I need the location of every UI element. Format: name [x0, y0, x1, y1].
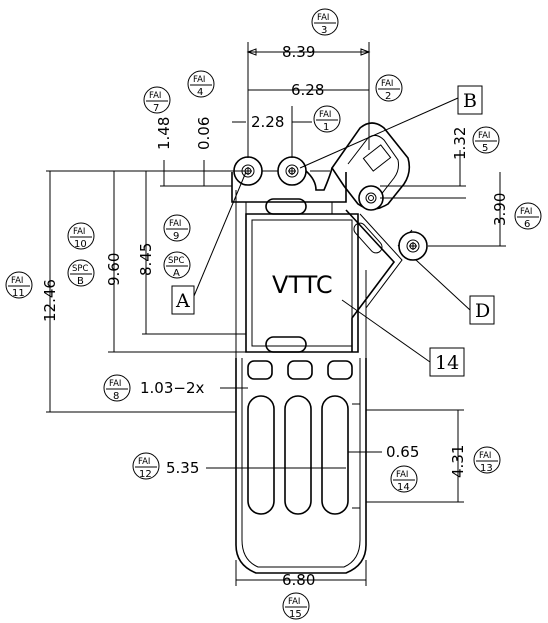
svg-text:A: A: [173, 268, 180, 279]
dim-4-31: 4.31: [449, 445, 467, 478]
spc-balloon-a: SPC A: [163, 251, 191, 279]
svg-text:12: 12: [139, 469, 152, 480]
svg-text:14: 14: [435, 352, 459, 374]
svg-text:FAI: FAI: [73, 227, 85, 237]
svg-text:FAI: FAI: [381, 79, 393, 89]
dim-0-06: 0.06: [195, 117, 213, 150]
svg-text:SPC: SPC: [72, 264, 89, 274]
dim-0-65: 0.65: [386, 443, 419, 461]
fai-balloon-9: FAI 9: [163, 214, 191, 242]
svg-text:FAI: FAI: [11, 276, 23, 286]
svg-text:4: 4: [197, 87, 203, 98]
svg-text:B: B: [463, 90, 477, 112]
fai-balloon-5: FAI 5: [472, 126, 500, 154]
svg-text:11: 11: [12, 288, 25, 299]
svg-text:8: 8: [113, 391, 119, 402]
fai-balloon-7: FAI 7: [143, 86, 171, 114]
fai-balloon-2: FAI 2: [375, 74, 403, 102]
svg-text:D: D: [475, 300, 490, 322]
part-marking: VTTC: [272, 271, 333, 299]
svg-text:FAI: FAI: [193, 75, 205, 85]
dimension-lines: [46, 42, 506, 586]
svg-text:FAI: FAI: [138, 457, 150, 467]
svg-text:FAI: FAI: [479, 451, 491, 461]
svg-text:9: 9: [173, 231, 179, 242]
svg-text:FAI: FAI: [478, 131, 490, 141]
fai-balloon-10: FAI 10: [67, 222, 95, 250]
fai-balloon-11: FAI 11: [5, 271, 33, 299]
fai-balloon-6: FAI 6: [514, 202, 542, 230]
svg-text:A: A: [175, 290, 190, 312]
svg-text:2: 2: [385, 91, 391, 102]
fai-balloon-12: FAI 12: [132, 452, 160, 480]
svg-text:1: 1: [323, 122, 329, 133]
fai-balloon-15: FAI 15: [282, 592, 310, 620]
fai-balloon-13: FAI 13: [473, 446, 501, 474]
callout-box-14: 14: [429, 347, 465, 377]
datum-box-a: A: [171, 285, 195, 315]
dim-3-90: 3.90: [491, 193, 509, 226]
dim-1-48: 1.48: [155, 117, 173, 150]
dim-8-39: 8.39: [282, 43, 315, 61]
dim-8-45: 8.45: [137, 243, 155, 276]
svg-text:3: 3: [321, 25, 327, 36]
svg-text:FAI: FAI: [288, 597, 300, 607]
svg-text:FAI: FAI: [169, 219, 181, 229]
fai-balloon-3: FAI 3: [311, 8, 339, 36]
svg-text:7: 7: [153, 103, 159, 114]
svg-text:13: 13: [480, 463, 493, 474]
dim-5-35: 5.35: [166, 459, 199, 477]
svg-text:FAI: FAI: [109, 379, 121, 389]
datum-box-b: B: [457, 85, 483, 115]
svg-text:6: 6: [524, 219, 530, 230]
spc-balloon-b: SPC B: [67, 259, 95, 287]
svg-text:FAI: FAI: [319, 110, 331, 120]
svg-text:FAI: FAI: [396, 470, 408, 480]
svg-text:B: B: [77, 276, 84, 287]
dim-12-46: 12.46: [41, 279, 59, 322]
fai-balloon-1: FAI 1: [313, 105, 341, 133]
fai-balloon-8: FAI 8: [103, 374, 131, 402]
svg-text:FAI: FAI: [520, 207, 532, 217]
svg-text:15: 15: [289, 609, 302, 620]
fai-balloon-4: FAI 4: [187, 70, 215, 98]
part-outline: [231, 122, 428, 574]
svg-text:SPC: SPC: [168, 256, 185, 266]
svg-text:10: 10: [74, 239, 87, 250]
dim-6-28: 6.28: [291, 81, 324, 99]
dim-2-28: 2.28: [251, 113, 284, 131]
svg-text:5: 5: [482, 143, 488, 154]
datum-box-d: D: [469, 295, 495, 325]
svg-text:14: 14: [397, 482, 410, 493]
dim-9-60: 9.60: [105, 253, 123, 286]
dim-6-80: 6.80: [282, 571, 315, 589]
svg-text:FAI: FAI: [149, 91, 161, 101]
dim-1-32: 1.32: [451, 127, 469, 160]
svg-text:FAI: FAI: [317, 13, 329, 23]
dim-1-03: 1.03−2x: [140, 379, 205, 397]
fai-balloon-14: FAI 14: [390, 465, 418, 493]
